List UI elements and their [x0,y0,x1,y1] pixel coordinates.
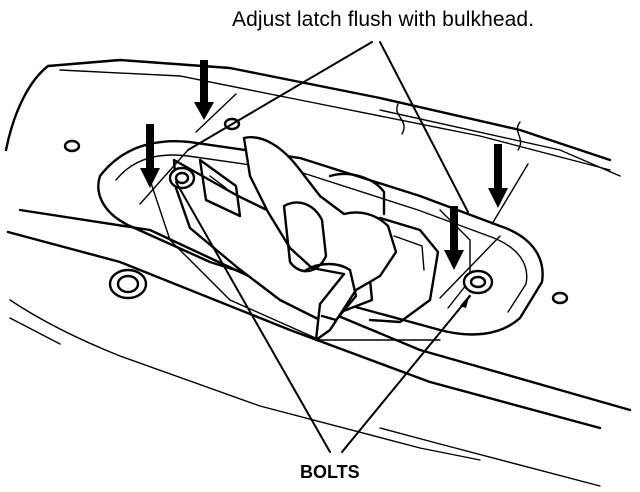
bolts-label: BOLTS [300,462,360,482]
arrow-right-icon [444,206,464,270]
bulkhead-panel [4,58,632,487]
latch-body [172,136,440,342]
left-bolt [168,166,196,190]
bolt-arrowhead-icon [460,294,470,308]
flush-arrows [140,60,508,270]
arrow-left-icon [140,124,160,188]
cable-marks [396,103,522,151]
flush-guide-lines [139,93,529,299]
right-bolt [462,269,494,295]
panel-holes [63,117,569,305]
adjust-note: Adjust latch flush with bulkhead. [232,8,535,31]
arrow-right-top-icon [488,144,508,208]
bolts-leaders [175,181,471,453]
caption-leaders [187,41,469,213]
arrow-top-left-icon [194,60,214,120]
